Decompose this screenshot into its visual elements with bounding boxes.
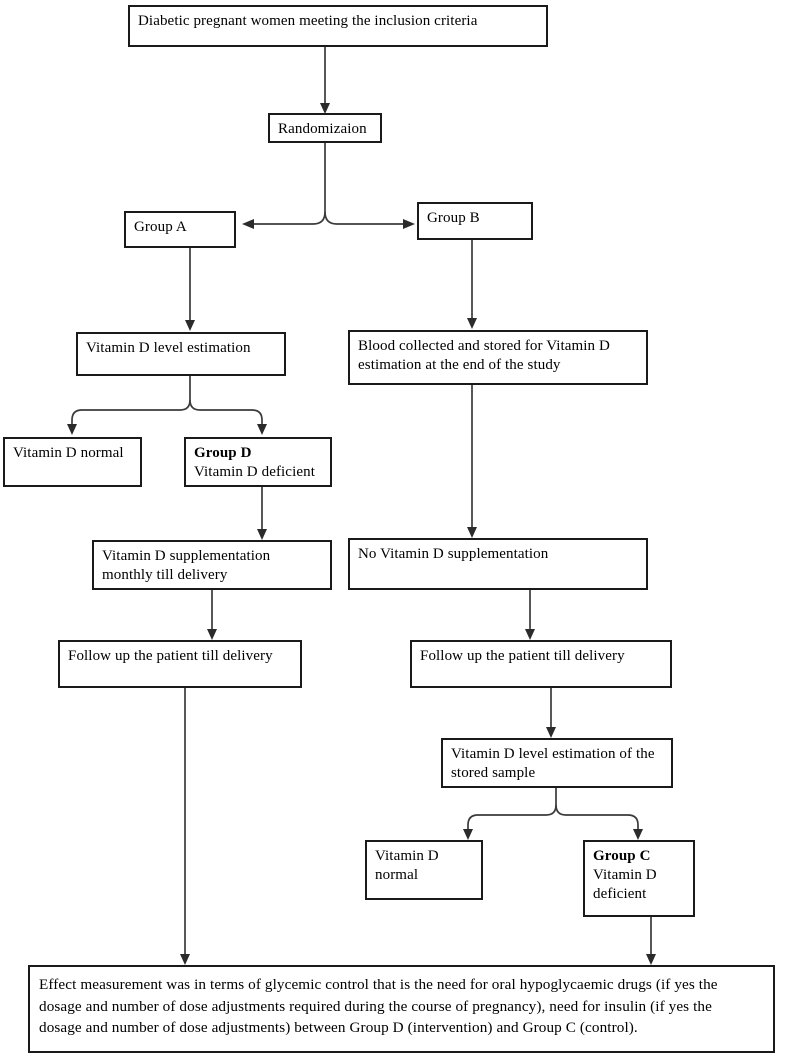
- node-inclusion-criteria[interactable]: Diabetic pregnant women meeting the incl…: [128, 5, 548, 47]
- arrowhead-supplementation: [257, 529, 267, 540]
- edge-estimation-split-left: [71, 376, 191, 425]
- arrowhead-no-supplementation: [467, 527, 477, 538]
- group-d-title: Group D: [194, 445, 252, 461]
- arrowhead-effect-right: [646, 954, 656, 965]
- inclusion-label: Diabetic pregnant women meeting the incl…: [138, 13, 478, 29]
- effect-measurement-line3: dosage and number of dose adjustments) b…: [39, 1019, 638, 1037]
- node-blood-collected-stored[interactable]: Blood collected and stored for Vitamin D…: [348, 330, 648, 385]
- node-group-a[interactable]: Group A: [124, 211, 236, 248]
- node-vitamin-d-normal-group-c[interactable]: Vitamin D normal: [365, 840, 483, 900]
- node-no-vitamin-d-supplementation[interactable]: No Vitamin D supplementation: [348, 538, 648, 590]
- effect-measurement-line1: Effect measurement was in terms of glyce…: [39, 976, 718, 993]
- node-vitamin-d-normal-group-a[interactable]: Vitamin D normal: [3, 437, 142, 487]
- effect-measurement-line2: dosage and number of dose adjustments re…: [39, 997, 712, 1015]
- node-follow-up-right[interactable]: Follow up the patient till delivery: [410, 640, 672, 688]
- node-group-b[interactable]: Group B: [417, 202, 533, 240]
- vitd-normal-c-line2: normal: [375, 867, 419, 884]
- node-effect-measurement[interactable]: Effect measurement was in terms of glyce…: [28, 965, 775, 1053]
- arrowhead-group-b: [403, 219, 415, 229]
- arrowhead-group-d: [257, 424, 267, 435]
- edge-stored-split-left: [467, 788, 557, 830]
- stored-estimation-line2: stored sample: [451, 765, 536, 782]
- vitd-normal-a-label: Vitamin D normal: [13, 445, 124, 461]
- node-group-d[interactable]: Group D Vitamin D deficient: [184, 437, 332, 487]
- follow-up-right-label: Follow up the patient till delivery: [420, 648, 625, 664]
- arrowhead-blood: [467, 318, 477, 329]
- group-c-subtitle-1: Vitamin D: [593, 867, 657, 884]
- arrowhead-vitd-normal: [67, 424, 77, 435]
- arrowhead-stored-estimation: [546, 727, 556, 738]
- group-b-label: Group B: [427, 210, 480, 226]
- group-c-title: Group C: [593, 848, 651, 864]
- node-vitamin-d-estimation-stored-sample[interactable]: Vitamin D level estimation of the stored…: [441, 738, 673, 788]
- arrowhead-group-a: [242, 219, 254, 229]
- node-randomization[interactable]: Randomizaion: [268, 113, 382, 143]
- arrowhead-effect-left: [180, 954, 190, 965]
- edge-randomization-split: [252, 143, 326, 225]
- no-supplementation-label: No Vitamin D supplementation: [358, 546, 549, 562]
- blood-collected-line2: estimation at the end of the study: [358, 357, 561, 374]
- randomization-label: Randomizaion: [278, 121, 367, 137]
- node-vitamin-d-supplementation[interactable]: Vitamin D supplementation monthly till d…: [92, 540, 332, 590]
- edge-stored-split-right: [555, 804, 639, 830]
- arrowhead-group-c: [633, 829, 643, 840]
- vitd-normal-c-line1: Vitamin D: [375, 848, 439, 864]
- node-vitamin-d-level-estimation[interactable]: Vitamin D level estimation: [76, 332, 286, 376]
- blood-collected-line1: Blood collected and stored for Vitamin D: [358, 338, 610, 354]
- group-d-subtitle: Vitamin D deficient: [194, 464, 315, 481]
- arrowhead-estimation-a: [185, 320, 195, 331]
- node-follow-up-left[interactable]: Follow up the patient till delivery: [58, 640, 302, 688]
- edge-estimation-split-right: [189, 399, 263, 425]
- arrowhead-followup-right: [525, 629, 535, 640]
- supplementation-line1: Vitamin D supplementation: [102, 548, 271, 564]
- follow-up-left-label: Follow up the patient till delivery: [68, 648, 273, 664]
- arrowhead-vitd-normal-c: [463, 829, 473, 840]
- group-a-label: Group A: [134, 219, 187, 235]
- vitd-estimation-label: Vitamin D level estimation: [86, 340, 251, 356]
- edge-randomization-to-group-b: [324, 211, 405, 225]
- supplementation-line2: monthly till delivery: [102, 567, 228, 584]
- group-c-subtitle-2: deficient: [593, 886, 647, 903]
- arrowhead-followup-left: [207, 629, 217, 640]
- stored-estimation-line1: Vitamin D level estimation of the: [451, 746, 655, 762]
- node-group-c[interactable]: Group C Vitamin D deficient: [583, 840, 695, 917]
